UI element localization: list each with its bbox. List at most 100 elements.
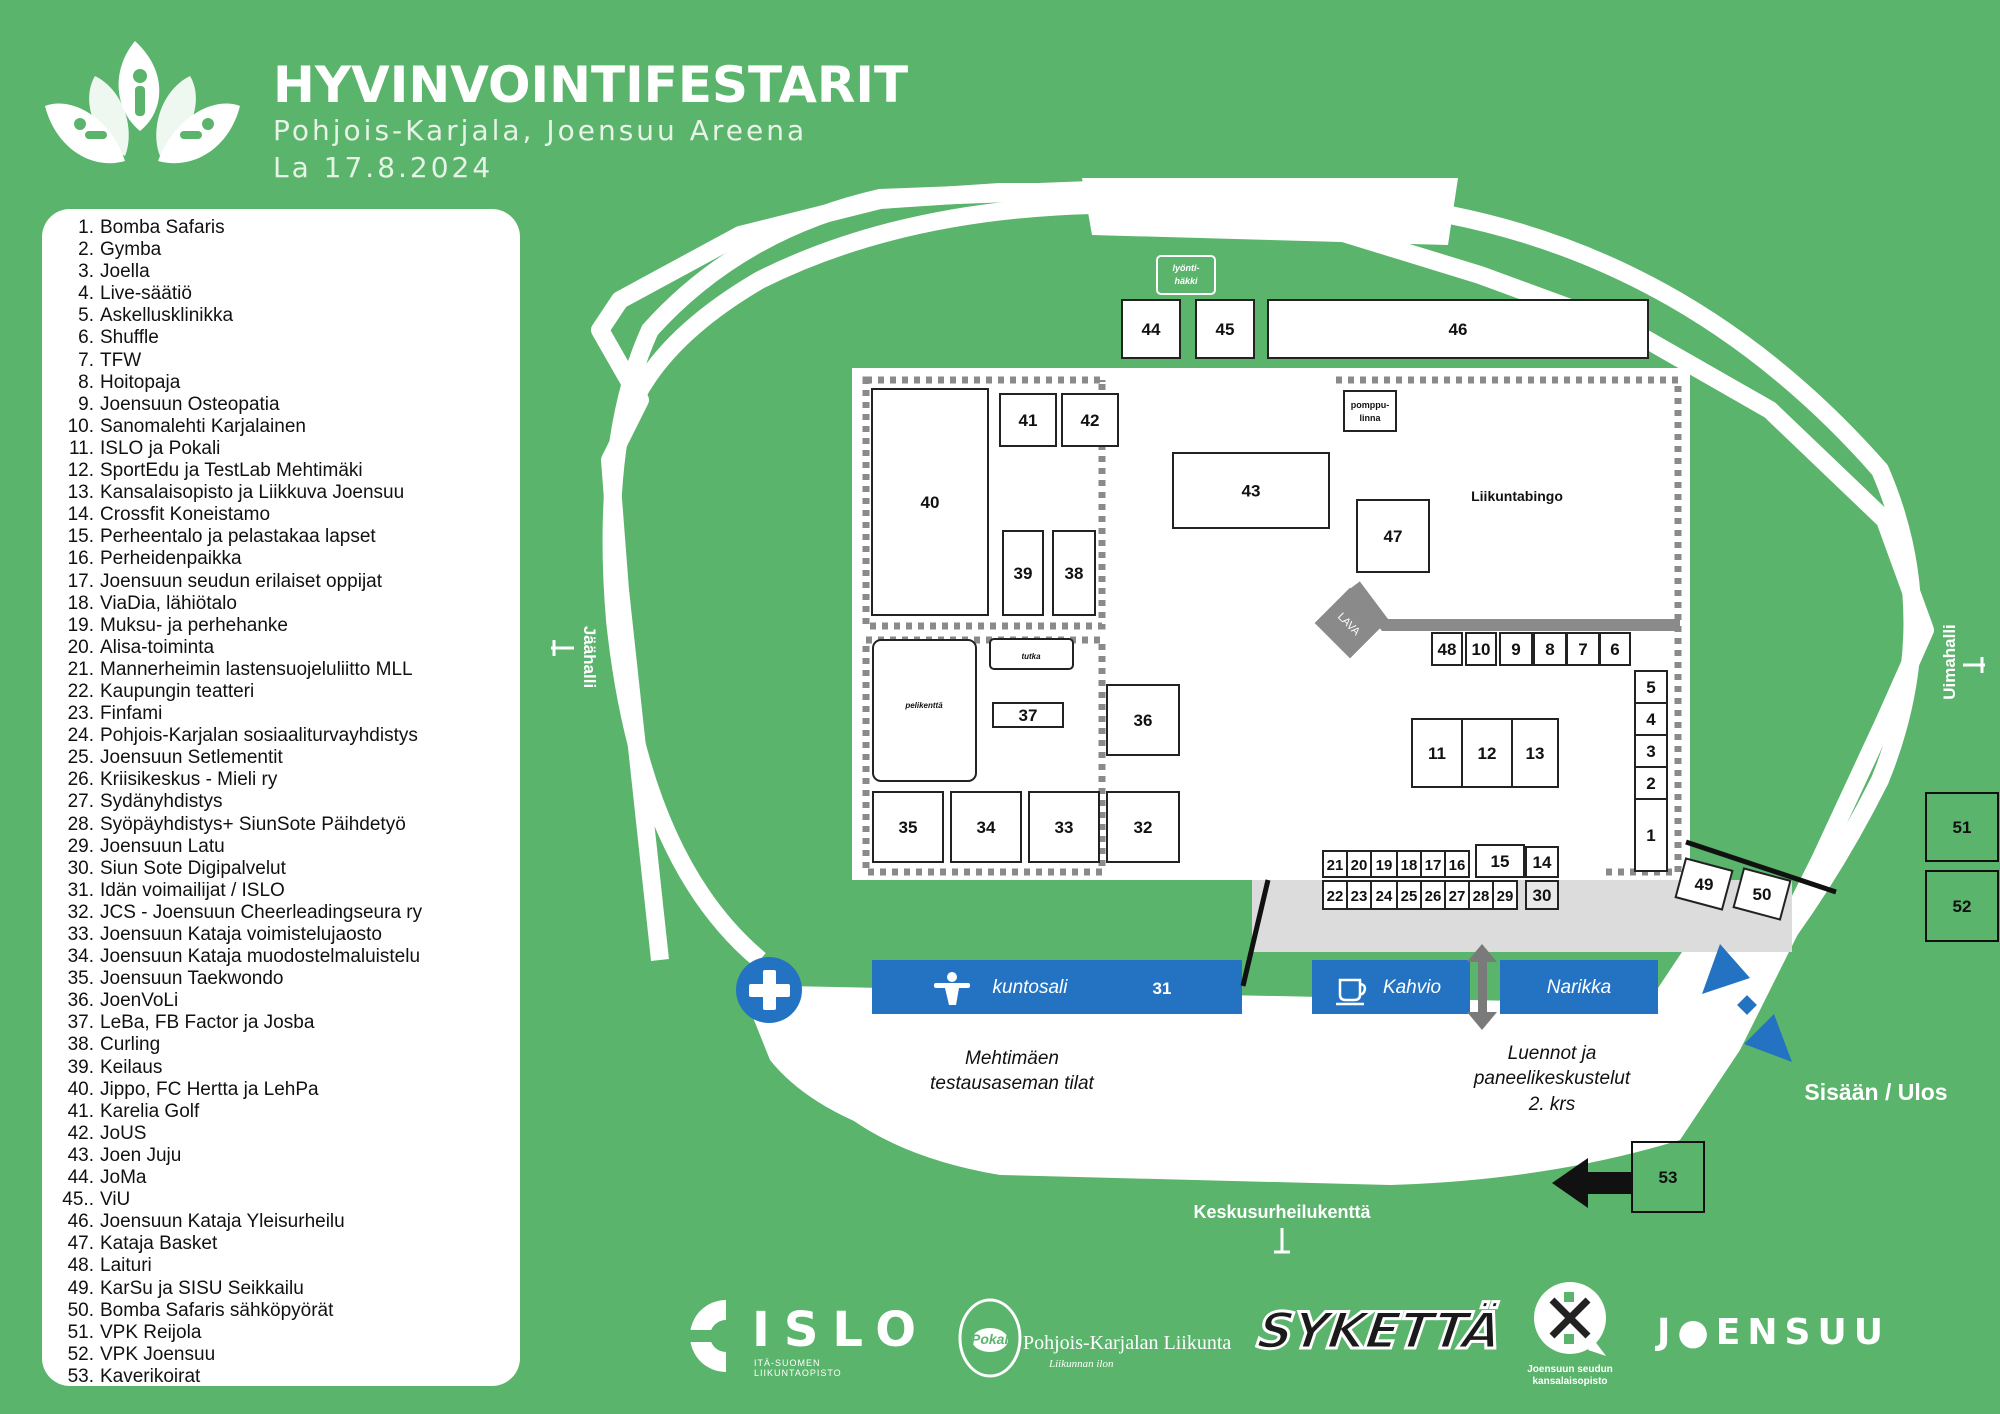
booth-29-label: 29 <box>1497 888 1514 905</box>
legend-item-number: 8. <box>78 371 94 393</box>
booth-2-label: 2 <box>1646 774 1655 793</box>
page-subtitle: Pohjois-Karjala, Joensuu Areena <box>273 114 808 147</box>
booth-46 <box>1267 299 1649 359</box>
kansalaisopisto-label-2: kansalaisopisto <box>1532 1376 1608 1387</box>
lyontihakki-label-1: lyönti- <box>1173 263 1200 273</box>
legend-item: 14.Crossfit Koneistamo <box>42 504 520 526</box>
legend-item: 26.Kriisikeskus - Mieli ry <box>42 769 520 791</box>
legend-item: 46.Joensuun Kataja Yleisurheilu <box>42 1211 520 1233</box>
legend-item: 32.JCS - Joensuun Cheerleadingseura ry <box>42 902 520 924</box>
legend-item: 52.VPK Joensuu <box>42 1344 520 1366</box>
booth-1 <box>1634 798 1668 872</box>
legend-item-number: 24. <box>67 725 94 747</box>
legend-item: 8. Hoitopaja <box>42 372 520 394</box>
legend-item-label: Crossfit Koneistamo <box>100 504 271 526</box>
pomppulinna-label-2: linna <box>1359 413 1381 423</box>
legend-item-label: Laituri <box>100 1255 152 1277</box>
booth-8 <box>1533 632 1567 666</box>
legend-item-label: Joensuun Latu <box>100 835 225 857</box>
sponsor-kansalaisopisto-logo: Joensuun seudun kansalaisopisto <box>1510 1280 1630 1390</box>
legend-item-label: Live-säätiö <box>100 283 192 305</box>
booth-21 <box>1322 850 1348 878</box>
sponsor-syketta-logo: SYKETTÄ <box>1252 1301 1505 1372</box>
mehtimaki-label-1: Mehtimäen <box>965 1048 1059 1069</box>
legend-item: 49.KarSu ja SISU Seikkailu <box>42 1278 520 1300</box>
legend-item-number: 17. <box>67 570 94 592</box>
legend-item-number: 47. <box>67 1233 94 1255</box>
legend-item-label: Alisa-toiminta <box>100 636 215 658</box>
booth-10-label: 10 <box>1472 640 1491 659</box>
legend-item: 53.Kaverikoirat <box>42 1366 520 1388</box>
legend-item: 18.ViaDia, lähiötalo <box>42 593 520 615</box>
legend-item-number: 40. <box>67 1078 94 1100</box>
legend-item-label: Hoitopaja <box>100 371 181 393</box>
lava-stage <box>1314 587 1386 659</box>
keskusurheilukentta-direction: Keskusurheilukenttä <box>1193 1202 1372 1254</box>
legend-item-number: 1. <box>78 217 94 238</box>
booth-30-label: 30 <box>1533 886 1552 905</box>
top-entrance <box>1082 178 1458 245</box>
booth-35 <box>872 791 944 863</box>
legend-item: 29. Joensuun Latu <box>42 836 520 858</box>
sponsor-joensuu-logo: J●ENSUU <box>1657 1312 1890 1353</box>
booth-49-label: 49 <box>1695 875 1714 894</box>
legend-item-number: 35. <box>67 968 94 990</box>
legend-item-label: Joensuun seudun erilaiset oppijat <box>100 570 383 592</box>
legend-item-label: Sanomalehti Karjalainen <box>100 415 306 437</box>
booth-28 <box>1468 880 1494 910</box>
legend-item-label: JoenVoLi <box>100 990 179 1012</box>
booth-37-label: 37 <box>1019 706 1038 725</box>
event-date: La 17.8.2024 <box>273 151 494 184</box>
legend-item: 5.Askellusklinikka <box>42 305 520 327</box>
legend-item: 9.Joensuun Osteopatia <box>42 394 520 416</box>
booth-44 <box>1121 299 1181 359</box>
legend-item-number: 44. <box>67 1167 94 1189</box>
legend-item-label: Joensuun Taekwondo <box>100 968 284 990</box>
booth-14 <box>1525 846 1559 878</box>
legend-item-label: Jippo, FC Hertta ja LehPa <box>100 1078 319 1100</box>
legend-item-label: Joella <box>100 261 150 283</box>
legend-item-number: 29. <box>67 835 94 857</box>
booth-27-label: 27 <box>1449 888 1466 905</box>
booth-40 <box>871 388 989 616</box>
double-arrow-icon <box>1702 944 1792 1062</box>
legend-item-number: 33. <box>67 924 94 945</box>
legend-item: 37.LeBa, FB Factor ja Josba <box>42 1012 520 1034</box>
legend-item: 43.Joen Juju <box>42 1145 520 1167</box>
pokali-tagline: Liikunnan ilon <box>1049 1358 1114 1370</box>
legend-item-number: 4. <box>78 283 94 305</box>
legend-item-label: ISLO ja Pokali <box>100 437 221 459</box>
booth-8-label: 8 <box>1545 640 1554 659</box>
legend-item-label: LeBa, FB Factor ja Josba <box>100 1012 315 1034</box>
legend-item-label: Bomba Safaris sähköpyörät <box>100 1299 334 1321</box>
booth-32-label: 32 <box>1134 818 1153 837</box>
legend-item-label: JoUS <box>100 1122 147 1144</box>
booth-29 <box>1492 880 1518 910</box>
booth-51 <box>1925 792 1999 862</box>
pelikentta-area <box>872 639 977 782</box>
booth-6 <box>1599 632 1631 666</box>
legend-item: 19.Muksu- ja perhehanke <box>42 615 520 637</box>
page-title: HYVINVOINTIFESTARIT <box>273 56 909 114</box>
jaahalli-label: Jäähalli <box>580 626 599 688</box>
booth-45-label: 45 <box>1216 320 1235 339</box>
legend-item: 48.Laituri <box>42 1255 520 1277</box>
legend-item-number: 52. <box>67 1343 94 1365</box>
legend-item-number: 23. <box>67 703 94 725</box>
legend-item-label: JCS - Joensuun Cheerleadingseura ry <box>100 901 423 923</box>
booth-5-label: 5 <box>1646 678 1655 697</box>
booth-22-label: 22 <box>1327 888 1344 905</box>
legend-item-number: 43. <box>67 1144 94 1166</box>
legend-item: 25.Joensuun Setlementit <box>42 747 520 769</box>
booth-47 <box>1356 499 1430 573</box>
booth-10 <box>1465 632 1497 666</box>
booth-45 <box>1195 299 1255 359</box>
booth-39-label: 39 <box>1014 564 1033 583</box>
legend-item-number: 42. <box>67 1122 94 1144</box>
booth-17-label: 17 <box>1425 857 1442 874</box>
booth-42-label: 42 <box>1081 411 1100 430</box>
legend-item-number: 46. <box>67 1211 94 1233</box>
legend-item-label: VPK Reijola <box>100 1321 202 1343</box>
legend-item: 16.Perheidenpaikka <box>42 548 520 570</box>
legend-item: 24.Pohjois-Karjalan sosiaaliturvayhdisty… <box>42 725 520 747</box>
